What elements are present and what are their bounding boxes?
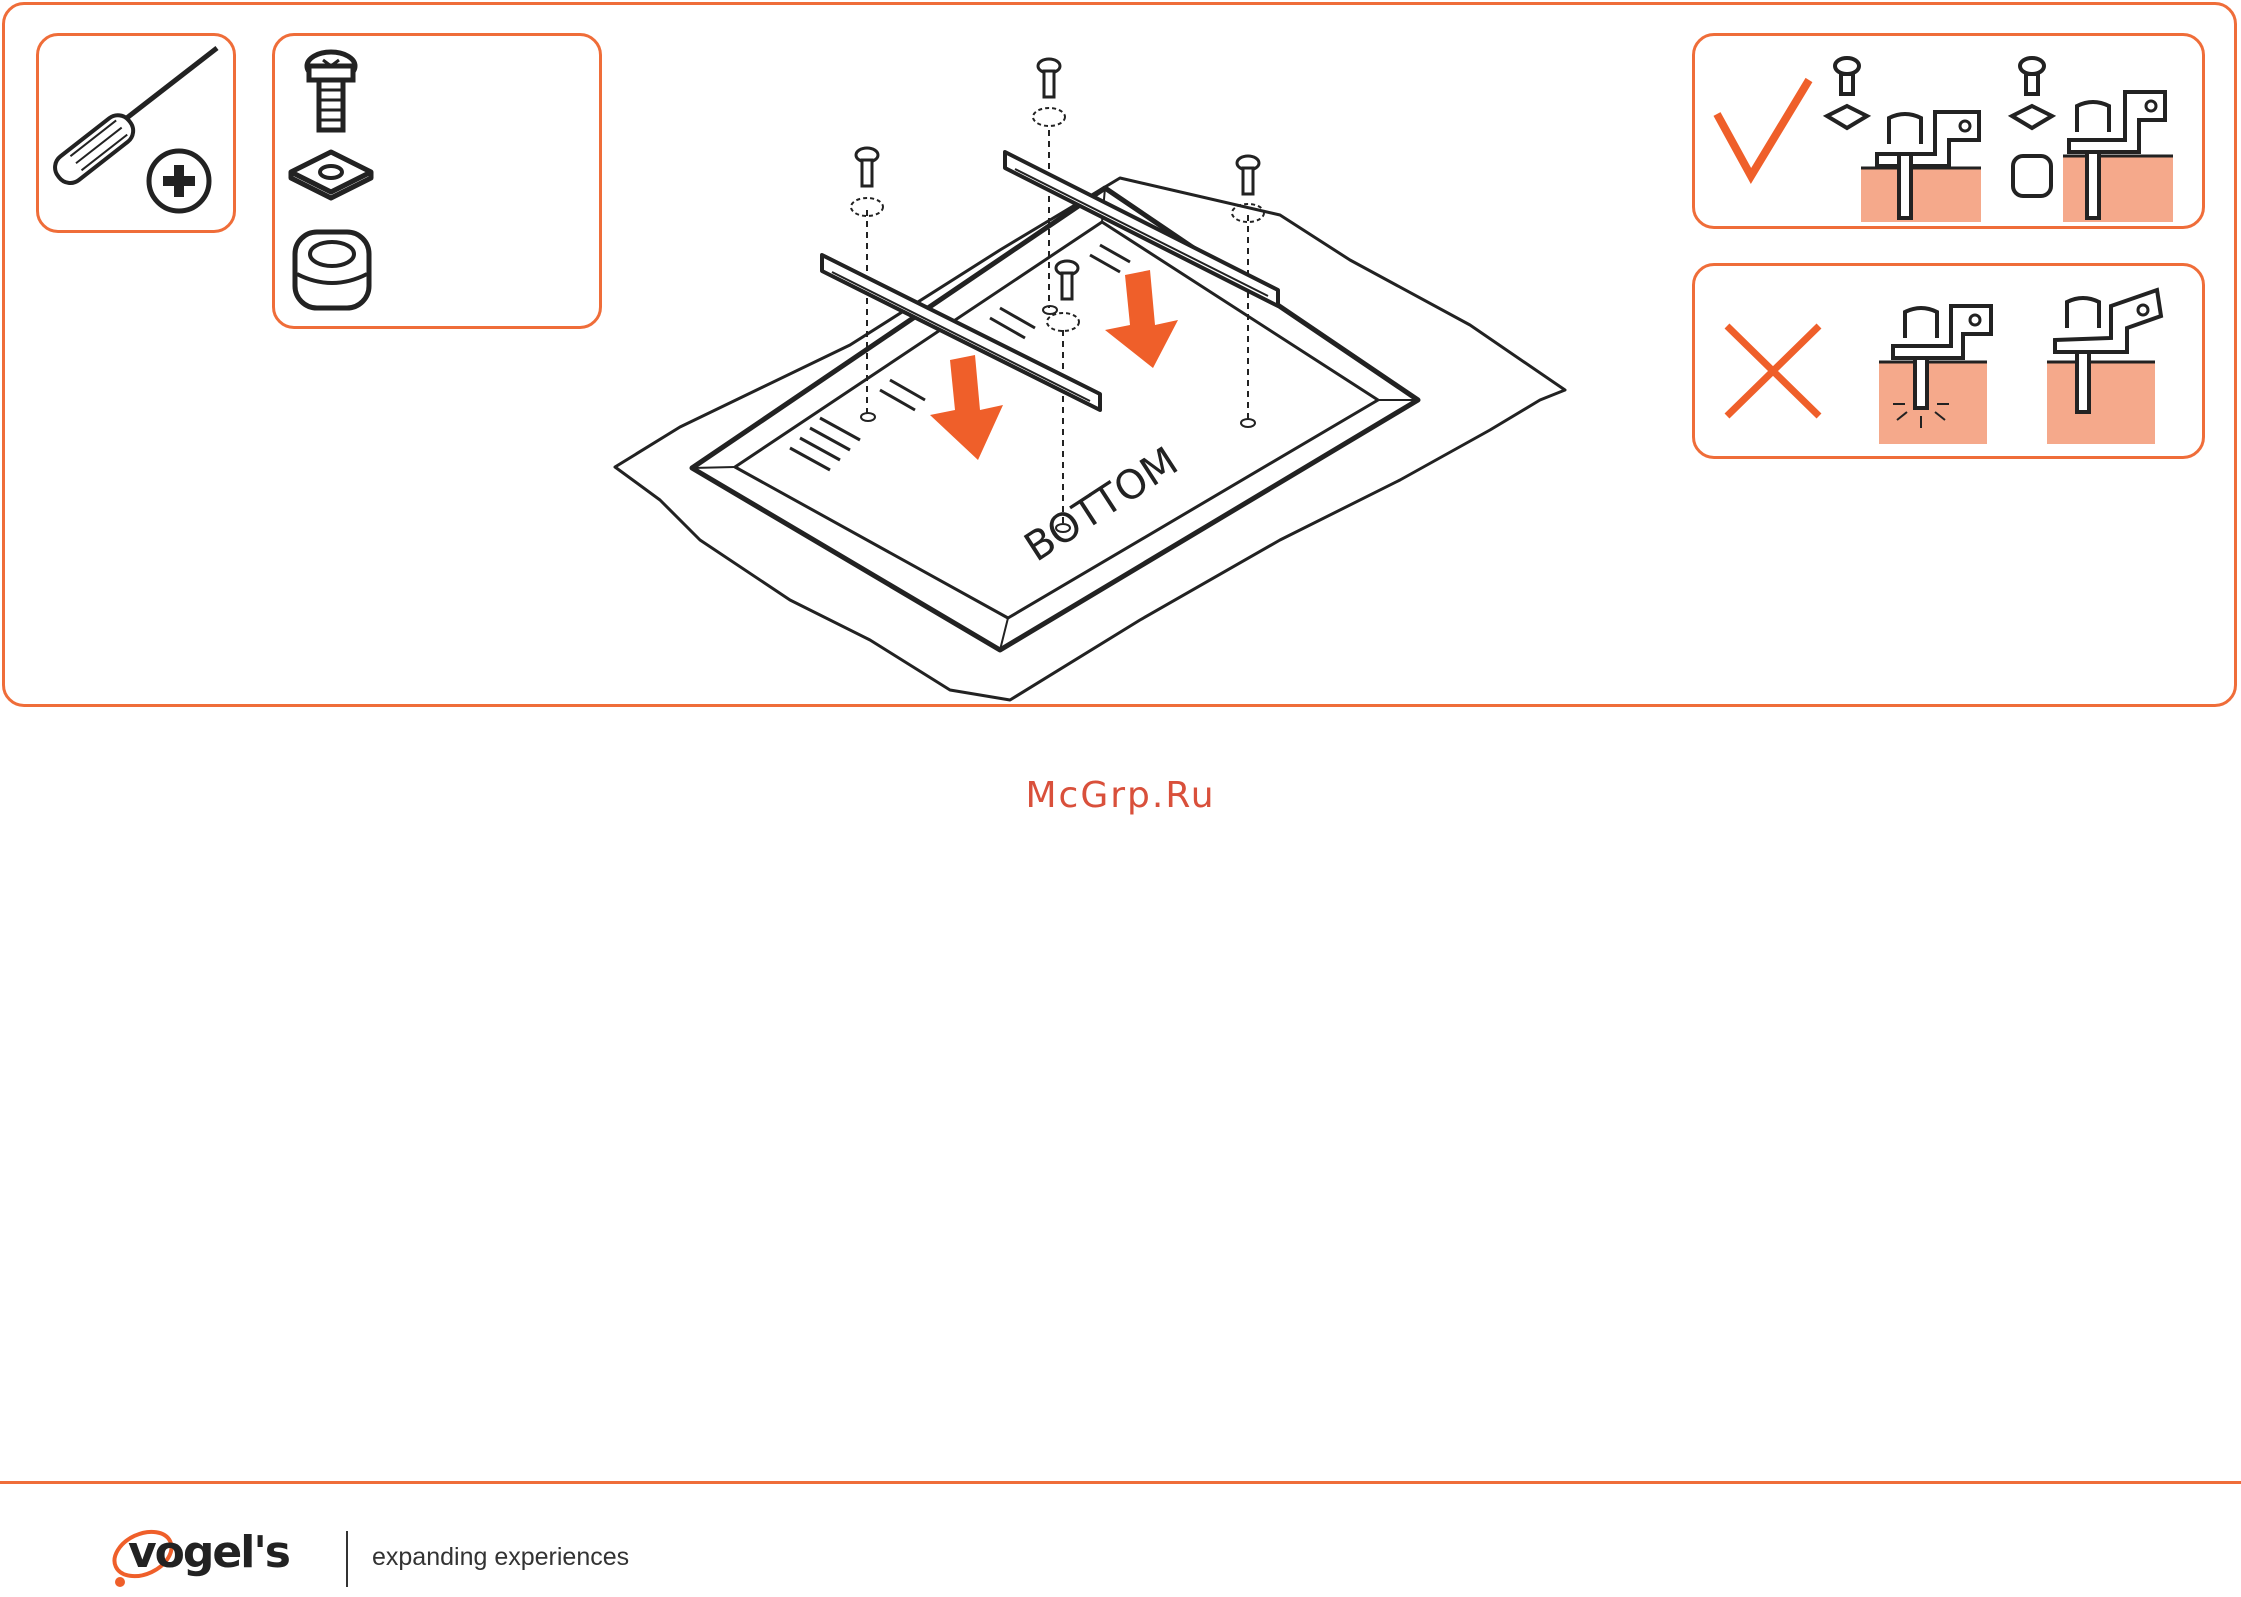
cross-icon xyxy=(1727,326,1819,416)
brand-divider xyxy=(346,1531,348,1587)
tool-panel xyxy=(36,33,236,233)
checkmark-icon xyxy=(1717,80,1809,176)
wrong-usage-panel xyxy=(1692,263,2205,459)
spacer-icon xyxy=(295,232,369,308)
brand-logo: vogel's xyxy=(128,1527,289,1578)
phillips-screwdriver-icon xyxy=(39,36,233,230)
brand-tagline: expanding experiences xyxy=(372,1543,629,1572)
footer-divider xyxy=(0,1481,2241,1484)
parts-panel xyxy=(272,33,602,329)
washer-icon xyxy=(291,152,371,198)
correct-usage-panel xyxy=(1692,33,2205,229)
watermark: McGrp.Ru xyxy=(0,775,2241,816)
screw-icon xyxy=(307,52,355,130)
tv-mounting-diagram: BOTTOM xyxy=(600,40,1640,710)
